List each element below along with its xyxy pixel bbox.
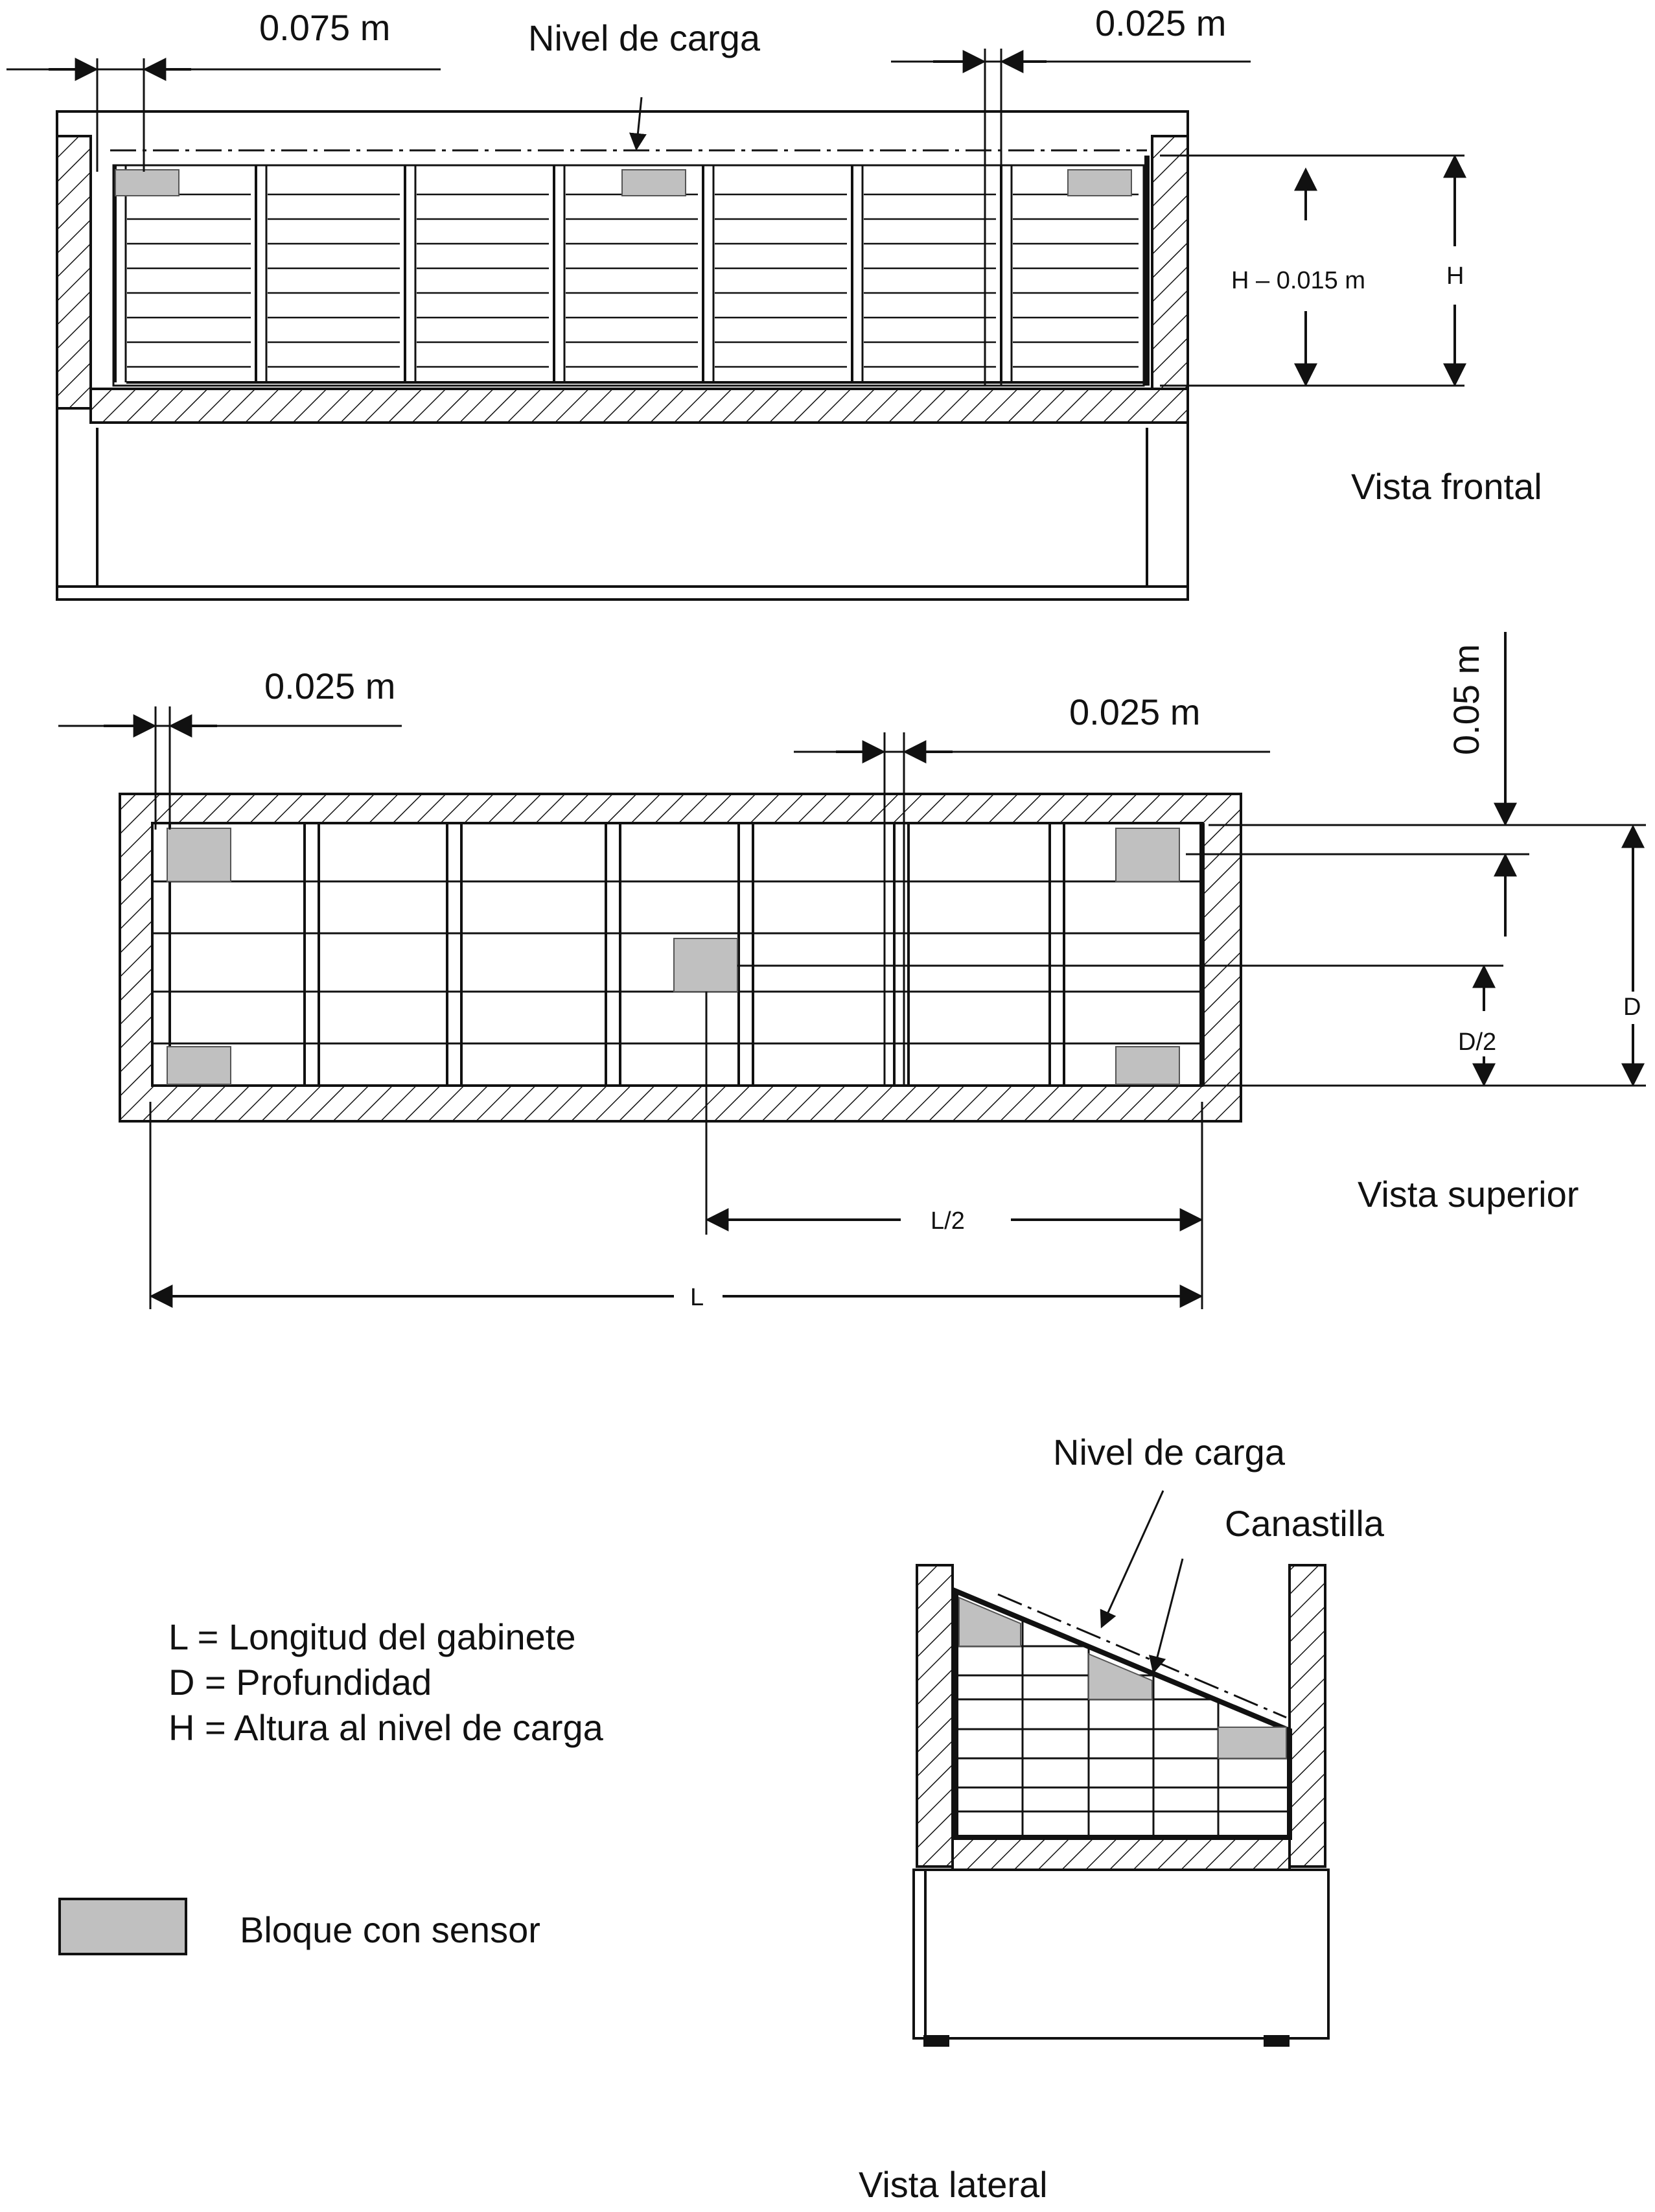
top-view: 0.025 m 0.025 m 0.05 m D [58,632,1646,1311]
side-floor [951,1836,1291,1871]
top-dim-l-half: L/2 [705,992,1203,1309]
top-dim-l-label: L [690,1284,704,1311]
front-dim-0075: 0.075 m [6,7,441,172]
front-left-wall [56,135,92,410]
side-load-level-line [997,1593,1287,1719]
legend-sensor-label: Bloque con sensor [240,1909,540,1950]
top-dim-vertical: 0.05 m [1186,632,1646,937]
side-load-level-arrow [1100,1490,1164,1629]
side-sensor-block-mid [1088,1653,1153,1700]
top-dim-left: 0.025 m [58,666,402,830]
side-sensor-block-front [1218,1727,1287,1759]
front-right-wall [1151,135,1189,410]
top-sensor-block-center [673,938,738,992]
front-sensor-block-left [115,169,179,196]
top-view-title: Vista superior [1358,1174,1579,1215]
top-dim-l: L [149,1102,1203,1311]
top-dim-d-label: D [1623,994,1641,1021]
front-sensor-block-center [621,169,686,196]
legend: L = Longitud del gabinete D = Profundida… [58,1616,604,1955]
top-sensor-block-bl [167,1046,231,1085]
front-dim-h-label: H [1446,262,1464,290]
top-dim-mid-label: 0.025 m [1069,692,1200,732]
front-dim-h: H – 0.015 m H [1160,154,1466,387]
top-sensor-block-tl [167,828,231,882]
top-dim-d-half-label: D/2 [1458,1029,1496,1056]
front-load-level-label: Nivel de carga [528,17,761,58]
front-dim-0075-label: 0.075 m [259,7,390,48]
front-view-title: Vista frontal [1351,466,1542,507]
top-dim-l-half-label: L/2 [931,1207,965,1235]
legend-l-definition: L = Longitud del gabinete [168,1616,575,1657]
side-left-wall [916,1564,954,1868]
side-basket-arrow [1148,1558,1184,1674]
side-sensor-block-top [958,1596,1021,1647]
side-basket-label: Canastilla [1225,1503,1385,1544]
side-view-title: Vista lateral [859,2164,1048,2205]
front-sensor-block-right [1067,169,1132,196]
front-view: 0.075 m 0.025 m Nivel de carga H – 0.015… [6,3,1542,601]
side-load-level-label: Nivel de carga [1053,1432,1286,1473]
front-dim-0025-label: 0.025 m [1095,3,1226,43]
top-dim-d-half: D/2 [737,964,1503,1087]
top-dim-d: D [1202,824,1646,1087]
side-view: Nivel de carga Canastilla Vista lateral [859,1432,1385,2205]
top-sensor-block-br [1115,1046,1180,1085]
side-right-wall [1288,1564,1326,1868]
top-sensor-block-tr [1115,828,1180,882]
front-dim-h-minus-label: H – 0.015 m [1231,267,1365,294]
top-dim-vertical-label: 0.05 m [1446,644,1487,755]
front-dim-0025: 0.025 m [891,3,1251,386]
front-floor [89,388,1189,424]
legend-h-definition: H = Altura al nivel de carga [168,1707,604,1748]
legend-sensor-swatch [58,1898,187,1955]
top-dim-left-label: 0.025 m [264,666,395,706]
front-load-level-arrow [629,97,647,151]
top-dim-mid: 0.025 m [794,692,1270,1086]
side-lower-cabinet [912,1869,1330,2040]
legend-d-definition: D = Profundidad [168,1662,432,1703]
side-basket [953,1587,1292,1840]
